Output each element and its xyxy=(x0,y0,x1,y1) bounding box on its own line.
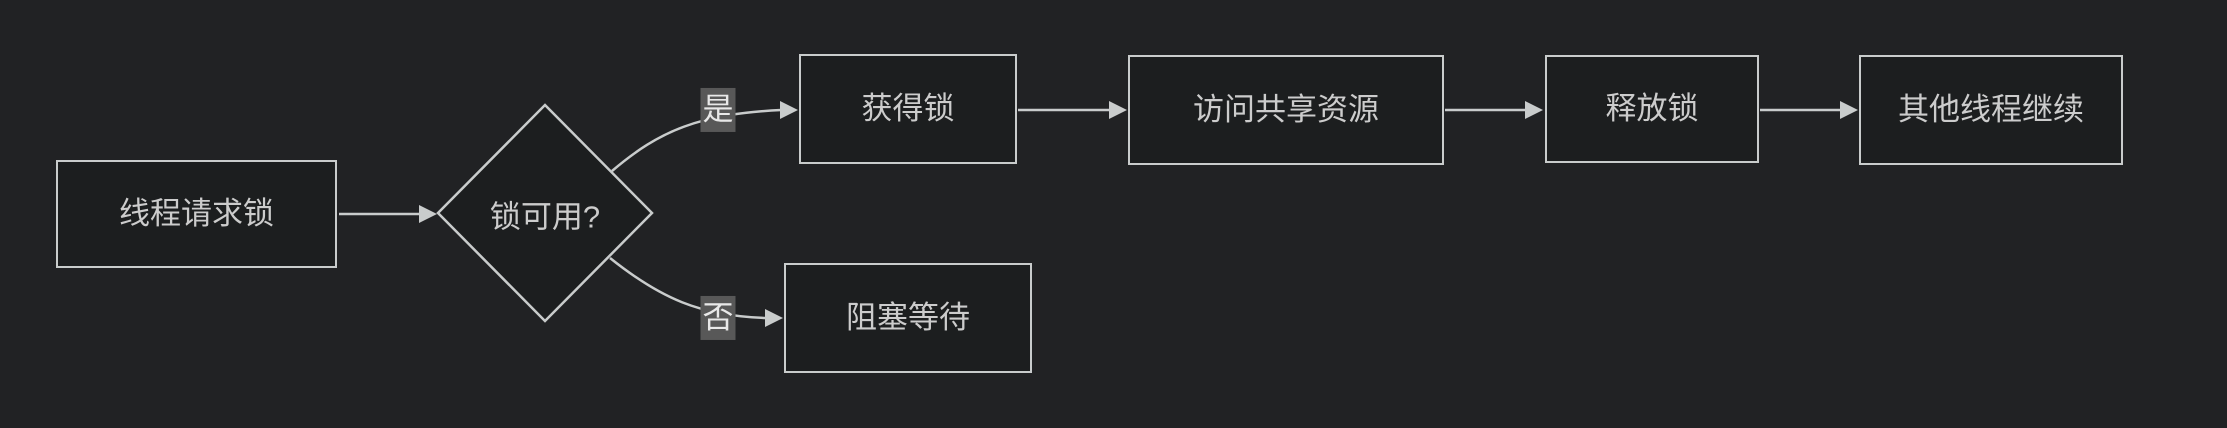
node-continue: 其他线程继续 xyxy=(1859,55,2123,165)
arrowhead-request-decision xyxy=(419,205,437,223)
arrowhead-decision-block xyxy=(765,309,783,327)
node-acquire-label: 获得锁 xyxy=(861,91,955,127)
node-request: 线程请求锁 xyxy=(56,160,337,268)
node-access-label: 访问共享资源 xyxy=(1193,92,1379,128)
decision-diamond-shape xyxy=(436,103,654,323)
edge-decision-acquire xyxy=(611,108,782,172)
node-block: 阻塞等待 xyxy=(784,263,1032,373)
edge-decision-block xyxy=(609,257,767,320)
node-release: 释放锁 xyxy=(1545,55,1759,163)
edge-label-yes: 是 xyxy=(700,87,736,133)
node-acquire: 获得锁 xyxy=(799,54,1017,164)
node-block-label: 阻塞等待 xyxy=(846,300,970,336)
edge-label-no: 否 xyxy=(700,295,736,341)
arrowhead-acquire-access xyxy=(1109,101,1127,119)
node-decision-label: 锁可用? xyxy=(489,199,601,235)
arrowhead-decision-acquire xyxy=(780,101,798,119)
node-request-label: 线程请求锁 xyxy=(119,196,274,232)
node-release-label: 释放锁 xyxy=(1605,91,1699,127)
arrowhead-release-continue xyxy=(1840,101,1858,119)
node-continue-label: 其他线程继续 xyxy=(1898,92,2084,128)
node-access: 访问共享资源 xyxy=(1128,55,1444,165)
arrowhead-access-release xyxy=(1525,101,1543,119)
